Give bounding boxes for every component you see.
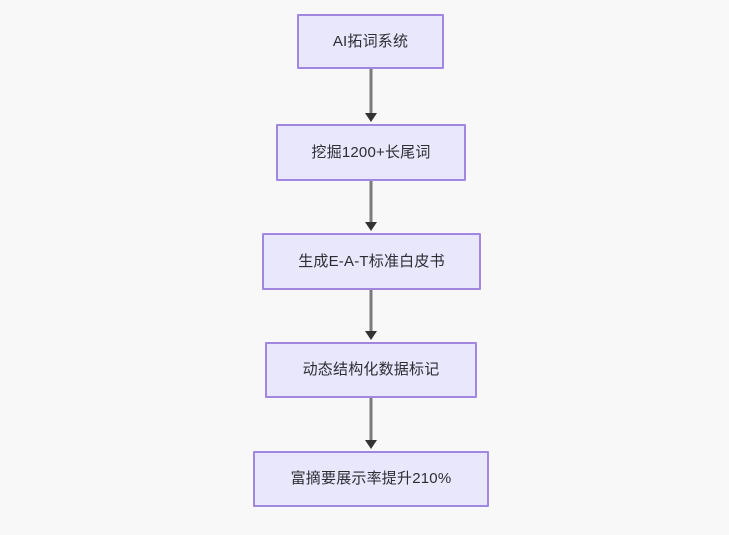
flow-node-eat-whitepaper[interactable]: 生成E-A-T标准白皮书 xyxy=(262,233,481,290)
flow-node-longtail-keywords[interactable]: 挖掘1200+长尾词 xyxy=(276,124,466,181)
flow-node-structured-data-markup[interactable]: 动态结构化数据标记 xyxy=(265,342,477,398)
flow-node-label: 富摘要展示率提升210% xyxy=(290,470,452,487)
flow-node-rich-snippet-result[interactable]: 富摘要展示率提升210% xyxy=(253,451,489,507)
flow-node-label: 生成E-A-T标准白皮书 xyxy=(298,252,445,270)
connector-line-2 xyxy=(369,181,373,224)
arrowhead-1 xyxy=(365,113,377,122)
connector-line-3 xyxy=(369,290,373,333)
arrowhead-3 xyxy=(365,331,377,340)
flow-node-ai-keyword-system[interactable]: AI拓词系统 xyxy=(297,14,444,69)
connector-line-4 xyxy=(369,398,373,442)
flow-node-label: AI拓词系统 xyxy=(332,32,409,50)
flow-node-label: 动态结构化数据标记 xyxy=(302,361,440,378)
arrowhead-4 xyxy=(365,440,377,449)
arrowhead-2 xyxy=(365,222,377,231)
flow-node-label: 挖掘1200+长尾词 xyxy=(311,143,431,161)
connector-line-1 xyxy=(369,69,373,115)
